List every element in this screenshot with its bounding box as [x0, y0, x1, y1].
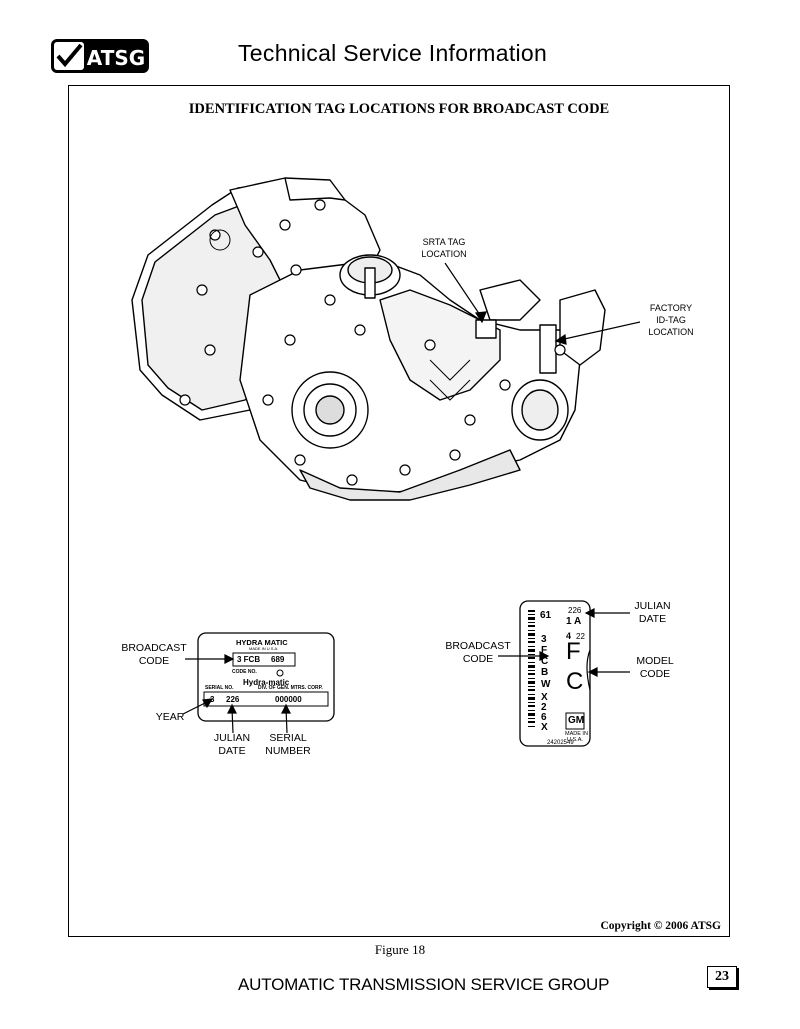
srta-broadcast-code: 3 FCB	[237, 655, 261, 664]
factory-vertical-top: 61	[540, 610, 552, 621]
factory-model-callout: MODEL CODE	[625, 655, 685, 681]
footer-org: AUTOMATIC TRANSMISSION SERVICE GROUP	[238, 975, 610, 994]
factory-julian-line1: JULIAN	[634, 600, 671, 612]
factory-callout-line2: ID-TAG	[656, 315, 686, 325]
copyright: Copyright © 2006 ATSG	[600, 920, 721, 932]
figure-caption: Figure 18	[374, 942, 426, 957]
page-number: 23	[707, 966, 737, 988]
srta-made-in: MADE IN U.S.A.	[249, 646, 279, 651]
factory-code-1a: 1 A	[566, 616, 582, 627]
srta-brand: Hydra-matic	[243, 678, 290, 687]
factory-broadcast-line2: CODE	[462, 653, 494, 665]
factory-w: W	[541, 679, 551, 690]
factory-bottom-vertical: X26X	[541, 692, 548, 733]
srta-serial-callout: SERIAL NUMBER	[258, 732, 318, 758]
srta-serial-line2: NUMBER	[265, 745, 311, 757]
factory-model-c: C	[566, 668, 584, 695]
srta-serial-line1: SERIAL	[269, 732, 307, 744]
factory-broadcast-callout: BROADCAST CODE	[436, 640, 520, 666]
factory-usa: U.S.A.	[567, 737, 583, 743]
factory-julian-callout: JULIAN DATE	[625, 600, 680, 626]
atsg-logo: ATSG	[51, 39, 149, 73]
figure-frame: IDENTIFICATION TAG LOCATIONS FOR BROADCA…	[68, 85, 730, 937]
factory-broadcast-vertical: 3FCB	[541, 634, 549, 678]
srta-julian-callout: JULIAN DATE	[206, 732, 258, 758]
srta-div-label: DIV. OF GEN. MTRS. CORP.	[258, 685, 323, 691]
srta-header: HYDRA MATIC	[236, 638, 288, 647]
factory-callout-line3: LOCATION	[648, 327, 694, 337]
srta-year-callout: YEAR	[155, 711, 185, 723]
factory-num4: 4	[566, 631, 572, 641]
srta-callout-line1: SRTA TAG	[422, 237, 466, 247]
srta-year: 3	[210, 695, 215, 704]
srta-julian: 226	[226, 695, 240, 704]
factory-part-number: 24202549	[547, 740, 574, 746]
barcode	[528, 610, 535, 727]
factory-broadcast-line1: BROADCAST	[445, 640, 511, 652]
factory-julian: 226	[568, 606, 582, 615]
srta-tag-callout: SRTA TAG LOCATION	[408, 236, 480, 260]
srta-julian-line1: JULIAN	[213, 732, 251, 744]
factory-num22: 22	[576, 632, 585, 641]
srta-broadcast-callout: BROADCAST CODE	[112, 642, 196, 668]
srta-code-no-label: CODE NO.	[232, 669, 257, 675]
srta-broadcast-line1: BROADCAST	[121, 642, 187, 654]
factory-tag-callout: FACTORY ID-TAG LOCATION	[636, 302, 706, 338]
gm-logo-text: GM	[568, 715, 585, 726]
page-title: Technical Service Information	[238, 40, 548, 66]
srta-julian-line2: DATE	[218, 745, 246, 757]
factory-model-f: F	[566, 638, 581, 665]
figure-title: IDENTIFICATION TAG LOCATIONS FOR BROADCA…	[188, 101, 610, 117]
srta-serial-label: SERIAL NO.	[205, 685, 234, 691]
logo-text: ATSG	[87, 46, 145, 70]
factory-julian-line2: DATE	[638, 613, 667, 625]
factory-made-in: MADE IN	[565, 731, 588, 737]
srta-broadcast-line2: CODE	[138, 655, 170, 667]
factory-model-line2: CODE	[639, 668, 671, 680]
srta-callout-line2: LOCATION	[421, 249, 467, 259]
srta-code-value: 689	[271, 655, 285, 664]
factory-model-line1: MODEL	[636, 655, 674, 667]
factory-callout-line1: FACTORY	[649, 303, 693, 313]
srta-serial: 000000	[275, 695, 302, 704]
